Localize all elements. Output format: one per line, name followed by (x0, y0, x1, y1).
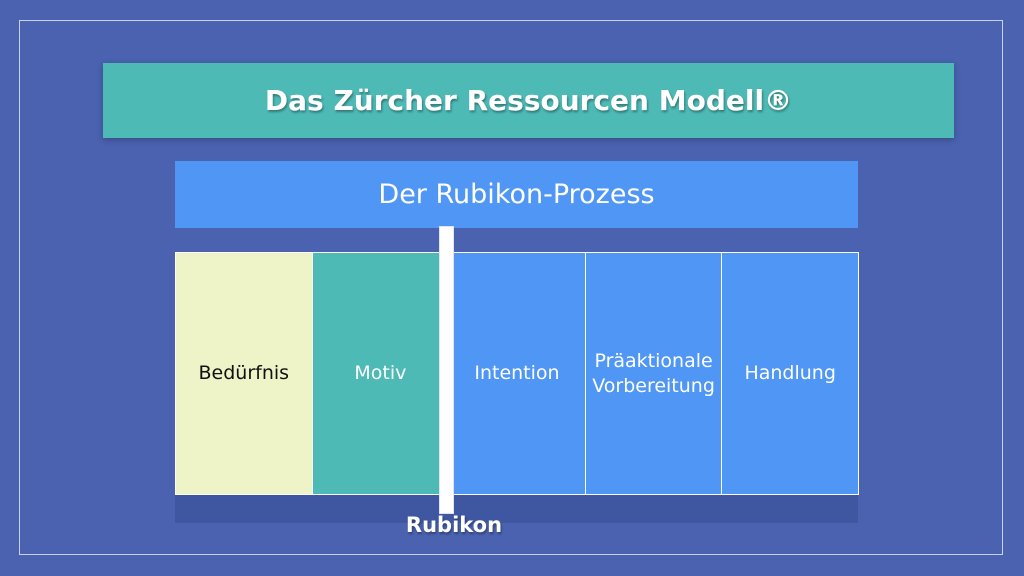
phase-handlung: Handlung (721, 253, 858, 494)
diagram-base-bar (175, 494, 858, 523)
rubikon-label: Rubikon (405, 513, 503, 537)
subtitle-banner: Der Rubikon-Prozess (175, 161, 858, 228)
phase-label: Präaktionale Vorbereitung (592, 349, 715, 397)
phase-intention: Intention (448, 253, 585, 494)
slide-frame (19, 20, 1003, 555)
phase-label: Bedürfnis (198, 362, 290, 384)
phase-row: Bedürfnis Motiv Intention Präaktionale V… (175, 252, 859, 495)
phase-label: Motiv (354, 362, 407, 384)
phase-label: Intention (474, 362, 560, 384)
rubikon-divider (439, 226, 454, 514)
phase-motiv: Motiv (311, 253, 449, 494)
title-banner: Das Zürcher Ressourcen Modell® (103, 63, 954, 138)
slide-title: Das Zürcher Ressourcen Modell® (264, 84, 793, 117)
phase-beduerfnis: Bedürfnis (176, 253, 312, 494)
slide-subtitle: Der Rubikon-Prozess (378, 179, 655, 210)
phase-praeaktionale-vorbereitung: Präaktionale Vorbereitung (584, 253, 722, 494)
phase-label: Handlung (744, 362, 836, 384)
